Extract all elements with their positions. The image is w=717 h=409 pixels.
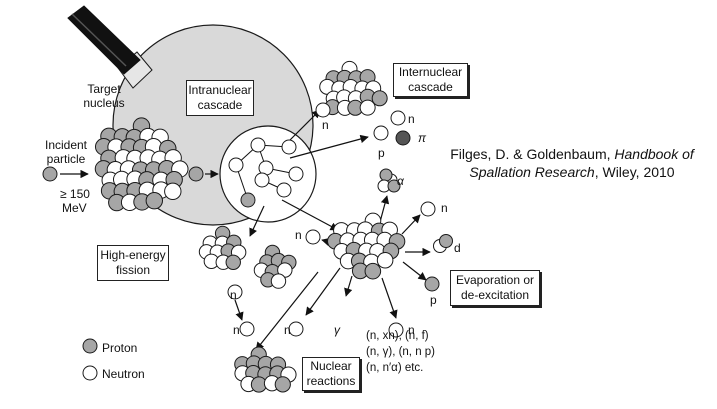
legend-proton-label: Proton bbox=[102, 341, 138, 355]
down-arrow-3 bbox=[381, 277, 398, 319]
target-nucleon bbox=[145, 191, 164, 210]
reaction-nucleon bbox=[274, 376, 291, 393]
proton-out-arrow bbox=[289, 134, 369, 159]
fission-neutron bbox=[227, 284, 243, 300]
proton-label-evap: p bbox=[430, 293, 437, 307]
pion-particle bbox=[395, 130, 411, 146]
internuclear-arrow bbox=[289, 109, 321, 141]
legend-neutron-label: Neutron bbox=[102, 367, 145, 381]
neutron-label-left: n bbox=[295, 228, 302, 242]
proton-label-top: p bbox=[378, 146, 385, 160]
cascade-nucleon bbox=[254, 172, 270, 188]
alpha-arrow bbox=[379, 195, 390, 223]
neutron-label-right: n bbox=[441, 201, 448, 215]
citation-authors: Filges, D. & Goldenbaum, bbox=[450, 146, 611, 162]
legend-proton-icon bbox=[82, 338, 98, 354]
citation: Filges, D. & Goldenbaum, Handbook of Spa… bbox=[432, 145, 712, 181]
target-nucleus-label: Target nucleus bbox=[83, 82, 125, 110]
nuclear-reactions-box: Nuclear reactions bbox=[302, 357, 360, 391]
reaction-list: (n, xn), (n, f) (n, γ), (n, n p) (n, n′α… bbox=[366, 328, 435, 376]
alpha-nucleon bbox=[379, 168, 393, 182]
fission-nucleon bbox=[270, 273, 287, 289]
residual-nucleon bbox=[376, 251, 394, 269]
fission-nucleon bbox=[225, 254, 241, 270]
to-reactions-arrow bbox=[255, 271, 319, 351]
neutron-label-internuclear: n bbox=[322, 118, 329, 132]
neutron-label-top: n bbox=[408, 112, 415, 126]
deuteron-nucleon bbox=[439, 234, 453, 248]
cascade-nucleon bbox=[250, 137, 266, 153]
evaporated-neutron bbox=[420, 201, 436, 217]
internuclear-nucleon bbox=[359, 99, 376, 116]
bottom-neutron bbox=[239, 321, 255, 337]
cascade-nucleon bbox=[276, 182, 292, 198]
cascade-nucleon bbox=[228, 157, 244, 173]
deuteron-label: d bbox=[454, 241, 461, 255]
high-energy-fission-box: High-energy fission bbox=[97, 245, 169, 281]
neutron-label-bottom1: n bbox=[233, 323, 240, 337]
fission-neutron-arrow bbox=[234, 299, 244, 321]
alpha-label: α bbox=[397, 174, 404, 188]
nucleon-layer bbox=[42, 60, 453, 393]
residual-arrow bbox=[281, 199, 339, 231]
bottom-neutron bbox=[388, 322, 404, 338]
escaped-neutron bbox=[390, 110, 406, 126]
target-nucleon bbox=[164, 182, 182, 201]
escaped-proton-ball bbox=[373, 125, 389, 141]
gamma-arrow bbox=[344, 275, 353, 297]
internuclear-nucleon bbox=[371, 90, 388, 107]
evaporation-box: Evaporation or de-excitation bbox=[450, 270, 540, 306]
gamma-label: γ bbox=[334, 323, 340, 337]
cascade-nucleon bbox=[288, 166, 304, 182]
internuclear-neutron bbox=[315, 102, 331, 118]
neutron-emit-arrow bbox=[401, 214, 421, 235]
left-neutron bbox=[305, 229, 321, 245]
bottom-neutron bbox=[288, 321, 304, 337]
neutron-label-bottom2: n bbox=[284, 323, 291, 337]
evaporated-proton bbox=[424, 276, 440, 292]
cascade-nucleon bbox=[240, 192, 256, 208]
alpha-nucleon bbox=[387, 179, 401, 193]
neutron-label-bottom3: n bbox=[408, 323, 415, 337]
incident-proton bbox=[42, 166, 58, 182]
citation-publisher: , Wiley, 2010 bbox=[594, 164, 675, 180]
citation-title: Handbook of Spallation Research bbox=[469, 146, 694, 180]
intranuclear-cascade-box: Intranuclear cascade bbox=[186, 80, 254, 116]
proton-emit-arrow bbox=[402, 261, 427, 281]
fission-arrow bbox=[249, 205, 265, 237]
incident-particle-label: Incident particle bbox=[44, 138, 88, 166]
residual-nucleon bbox=[364, 262, 382, 280]
down-arrow-1 bbox=[305, 267, 341, 316]
cascade-proton bbox=[188, 166, 204, 182]
cascade-nucleon bbox=[281, 139, 297, 155]
incident-energy-label: ≥ 150 MeV bbox=[60, 187, 90, 215]
internuclear-cascade-box: Internuclear cascade bbox=[393, 63, 468, 97]
neutron-label-fission: n bbox=[230, 288, 237, 302]
reaction-line: (n, γ), (n, n p) bbox=[366, 346, 436, 358]
reaction-line: (n, n′α) etc. bbox=[366, 362, 424, 374]
reaction-line: (n, xn), (n, f) bbox=[366, 330, 429, 342]
pion-label: π bbox=[418, 131, 427, 145]
legend-neutron-icon bbox=[82, 365, 98, 381]
target-holder-icon bbox=[67, 5, 153, 89]
